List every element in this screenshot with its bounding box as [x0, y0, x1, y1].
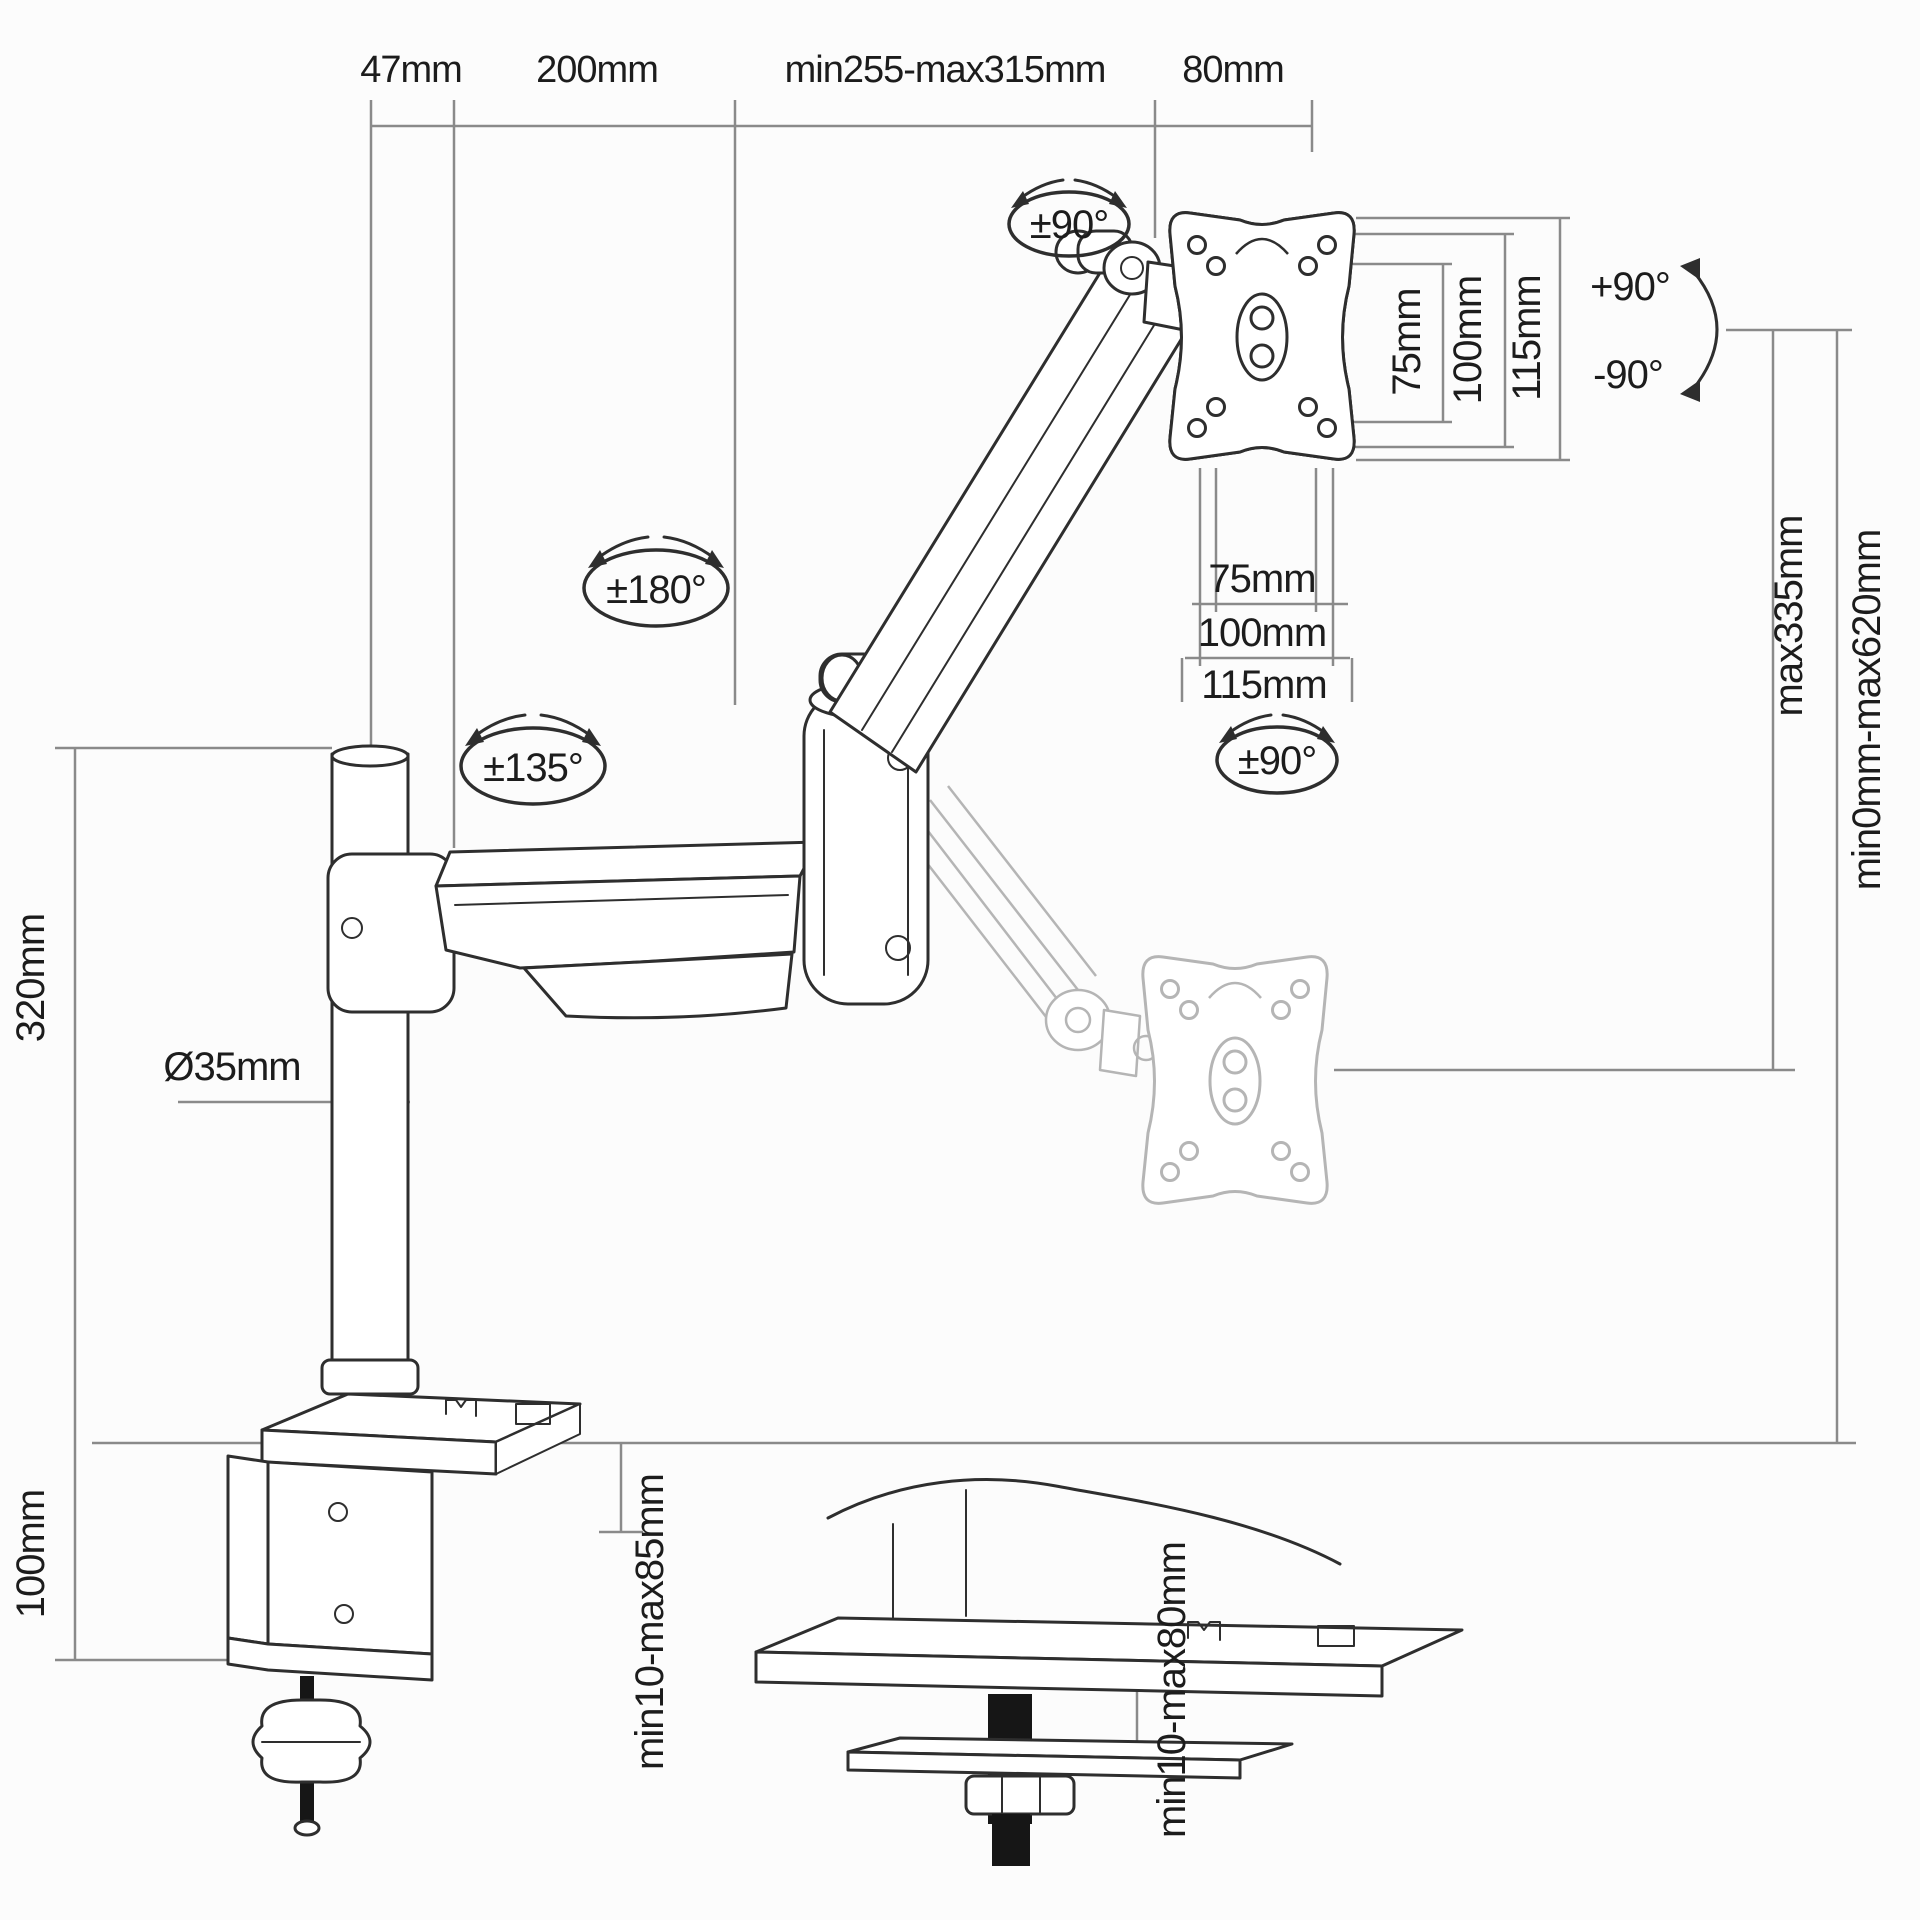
pole-bracket-screw [341, 917, 363, 939]
dim-label-clamp-100: 100mm [9, 1490, 53, 1618]
vesa-plate [1168, 211, 1356, 461]
rotation-label: ±90° [1238, 739, 1316, 783]
rotation-badge-elbow: ±180° [582, 535, 730, 628]
ghost-arm-lowered-position [905, 785, 1160, 1078]
lower-arm-seam [454, 894, 789, 906]
lower-arm-front-face [434, 874, 802, 970]
elbow-pivot-lower [885, 935, 911, 961]
lower-arm [326, 840, 820, 1020]
arrowhead-right-icon [582, 728, 601, 746]
monitor-arm-drawing [226, 229, 1213, 1837]
tilt-arrowhead-up-icon [1680, 258, 1700, 280]
badge-ellipse [459, 726, 607, 806]
clamp-hole-upper [328, 1502, 348, 1522]
dimension-labels: 47mm 200mm min255-max315mm 80mm 320mm 10… [9, 49, 1889, 1838]
grommet-mount-inset [754, 1478, 1464, 1866]
ghost-arm-edge-2 [947, 785, 1097, 977]
upper-arm-spring-line-1 [861, 271, 1145, 731]
clamp-square-cutout [515, 1403, 551, 1425]
rotation-badge-plate: ±90° [1215, 713, 1339, 795]
pole-bracket [326, 852, 456, 1014]
clamp-screw-tip [293, 1819, 321, 1837]
arrowhead-right-icon [1317, 726, 1335, 743]
ghost-joint-pin [1064, 1006, 1092, 1034]
tilt-arrowhead-down-icon [1680, 380, 1700, 402]
upper-arm-spring-line-2 [891, 295, 1173, 753]
rotation-badge-shoulder: ±135° [459, 713, 607, 806]
clamp-front-face [266, 1460, 434, 1656]
tilt-arrow-icon [1692, 270, 1719, 390]
ghost-arm-edge-3 [917, 817, 1065, 1009]
rotation-arrows-icon [1227, 713, 1327, 735]
dim-label-vesa-h100: 100mm [1198, 611, 1326, 655]
dim-label-top-255-315: min255-max315mm [785, 49, 1106, 91]
dim-label-vesa-v115: 115mm [1505, 275, 1549, 400]
dim-label-pole-320: 320mm [9, 914, 53, 1042]
clamp-top-side [495, 1403, 581, 1475]
rotation-label: ±90° [1030, 203, 1108, 247]
head-pivot-pin [1120, 256, 1144, 280]
badge-ellipse [582, 548, 730, 628]
clamp-m-cutout [445, 1399, 477, 1417]
rotation-label: ±180° [606, 568, 706, 612]
dim-label-grommet-range: min10-max80mm [1150, 1542, 1194, 1838]
tilt-label-down: -90° [1593, 353, 1663, 397]
vesa-plate-ghost [1141, 955, 1329, 1205]
clamp-side-face [226, 1454, 270, 1646]
ghost-arm-edge-1 [929, 799, 1079, 991]
dim-label-max335: max335mm [1767, 516, 1811, 717]
dim-label-top-80: 80mm [1182, 49, 1284, 91]
clamp-bottom-jaw [226, 1636, 434, 1682]
tilt-annotation [1680, 258, 1719, 402]
dim-label-top-200: 200mm [536, 49, 658, 91]
dim-label-vesa-v100: 100mm [1446, 276, 1490, 404]
grommet-m-cutout [1187, 1621, 1221, 1641]
clamp-hole-lower [334, 1604, 354, 1624]
dim-label-top-47: 47mm [360, 49, 462, 91]
pole-top-cap [330, 744, 410, 768]
dim-label-clamp-range: min10-max85mm [628, 1474, 672, 1770]
arrowhead-right-icon [705, 550, 724, 568]
grommet-foot-front [846, 1750, 1242, 1780]
badge-ellipse [1215, 725, 1339, 795]
upper-arm [828, 229, 1213, 774]
grommet-square-cutout [1317, 1625, 1355, 1647]
pole-base-collar [320, 1358, 420, 1396]
ghost-head-link [1098, 1008, 1142, 1078]
rotation-label: ±135° [483, 746, 583, 790]
arrowhead-left-icon [465, 728, 484, 746]
dim-label-pole-diameter: Ø35mm [163, 1045, 300, 1089]
arrowhead-left-icon [1011, 191, 1029, 208]
ghost-arm-edge-4 [905, 835, 1051, 1023]
rotation-badge-head-swivel: ±90° [1007, 178, 1131, 258]
lower-arm-cover [522, 952, 794, 1020]
desk-break-line [826, 1478, 1342, 1566]
grommet-nut [964, 1774, 1076, 1816]
arrowhead-left-icon [1219, 726, 1237, 743]
ghost-arm-joint [1044, 988, 1112, 1052]
badge-ellipse [1007, 190, 1131, 258]
dim-label-vesa-v75: 75mm [1385, 288, 1429, 395]
rotation-arrows-icon [1019, 178, 1119, 200]
grommet-pole-lines [892, 1489, 967, 1621]
grommet-nut-facets [1001, 1775, 1041, 1815]
dim-label-height-range: min0mm-max620mm [1845, 530, 1889, 891]
arrowhead-right-icon [1109, 191, 1127, 208]
dim-label-vesa-h75: 75mm [1208, 557, 1315, 601]
grommet-bolt-tip [992, 1814, 1030, 1866]
dim-label-vesa-h115: 115mm [1201, 663, 1326, 707]
tilt-label-up: +90° [1590, 265, 1670, 309]
elbow-shading [823, 729, 909, 976]
grommet-top-front [754, 1650, 1384, 1698]
arrowhead-left-icon [588, 550, 607, 568]
pole [320, 744, 420, 1396]
pole-shaft [330, 752, 410, 1364]
desk-clamp [226, 1392, 582, 1837]
